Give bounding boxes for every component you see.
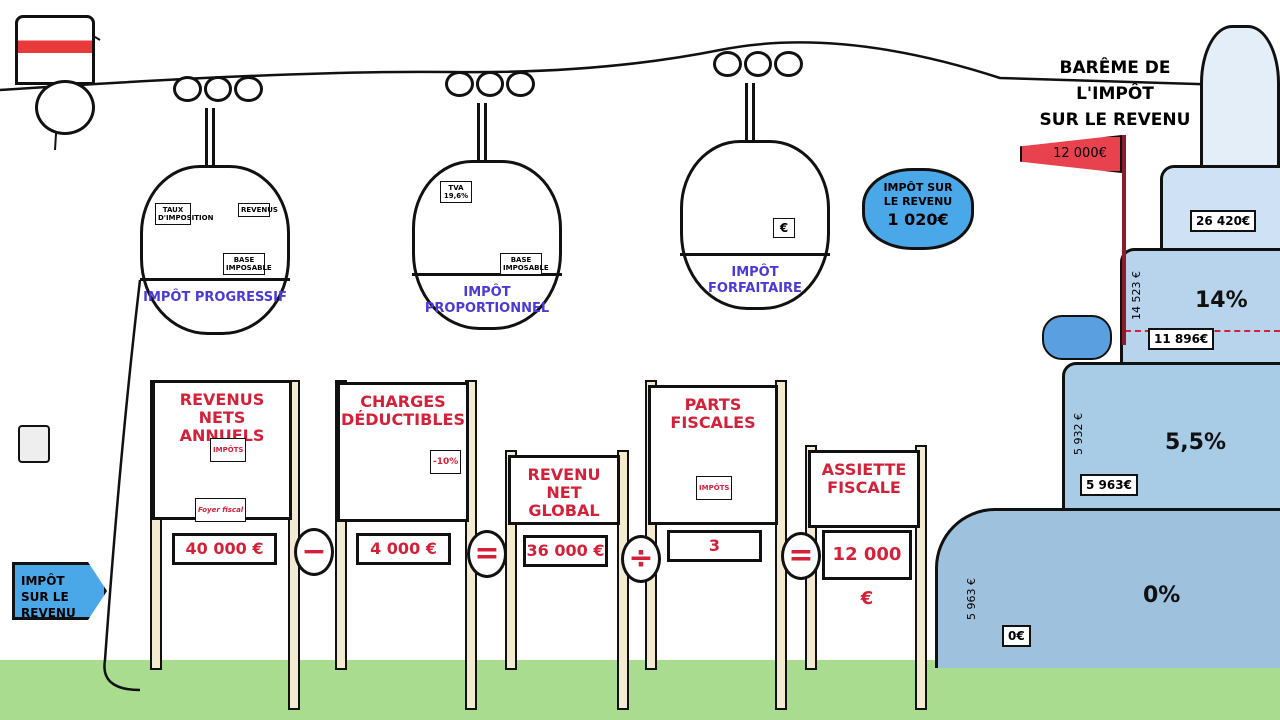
value-revenu-net-global: 36 000 €	[523, 535, 608, 567]
cloud-amount: 1 020€	[887, 210, 949, 229]
flag-pole	[1122, 135, 1126, 345]
threshold-sign: 11 896€	[1148, 328, 1215, 350]
tax-amount-cloud: IMPÔT SUR LE REVENU 1 020€	[862, 168, 974, 250]
note: BASE IMPOSABLE	[500, 253, 549, 275]
board-assiette-fiscale: ASSIETTE FISCALE	[808, 450, 920, 528]
threshold-sign: 5 963€	[1080, 474, 1138, 496]
arrow-sign: IMPÔT SUR LE REVENU	[12, 562, 107, 620]
gondola-forfaitaire[interactable]: € IMPÔT FORFAITAIRE	[680, 51, 830, 310]
minus-operator: −	[294, 528, 334, 576]
mascot-face	[35, 80, 95, 135]
rate-14: 14%	[1195, 288, 1248, 313]
french-hat-mascot	[15, 15, 95, 85]
value-parts-fiscales: 3	[667, 530, 762, 562]
value-assiette-fiscale: 12 000 €	[822, 530, 912, 609]
tier-0pct	[935, 508, 1280, 668]
equals-operator-2: =	[781, 532, 821, 580]
note: BASE IMPOSABLE	[223, 253, 272, 275]
calculator-icon	[18, 425, 50, 463]
board-charges: CHARGES DÉDUCTIBLES -10%	[337, 382, 469, 522]
board-revenu-net-global: REVENU NET GLOBAL	[508, 455, 620, 525]
gondola-label: IMPÔT PROGRESSIF	[143, 290, 287, 305]
board-parts-fiscales: PARTS FISCALES IMPÔTS	[648, 385, 778, 525]
note: TAUX D'IMPOSITION	[155, 203, 213, 225]
rate-0: 0%	[1143, 583, 1181, 608]
value-revenus: 40 000 €	[172, 533, 277, 565]
ground	[0, 660, 1280, 720]
value-charges: 4 000 €	[356, 533, 451, 565]
note: TVA 19,6%	[440, 181, 472, 203]
divide-operator: ÷	[621, 535, 661, 583]
note: REVENUS	[238, 203, 278, 217]
bracket-width: 5 963 €	[965, 578, 978, 620]
rate-5-5: 5,5%	[1165, 430, 1227, 455]
threshold-sign: 0€	[1002, 625, 1031, 647]
gondola-proportionnel[interactable]: TVA 19,6% BASE IMPOSABLE IMPÔT PROPORTIO…	[412, 71, 562, 330]
threshold-sign: 26 420€	[1190, 210, 1257, 232]
cloud-line1: IMPÔT SUR	[883, 181, 953, 194]
mountain-peak	[1200, 25, 1280, 170]
gondola-label: IMPÔT FORFAITAIRE	[708, 265, 802, 296]
euro-note: €	[773, 218, 795, 238]
climbers	[1042, 315, 1112, 360]
cloud-line2: LE REVENU	[883, 195, 953, 208]
bracket-width: 5 932 €	[1072, 413, 1085, 455]
gondola-label: IMPÔT PROPORTIONNEL	[424, 285, 550, 316]
equals-operator: =	[467, 530, 507, 578]
gondola-progressif[interactable]: TAUX D'IMPOSITION REVENUS BASE IMPOSABLE…	[140, 76, 290, 335]
bracket-width: 14 523 €	[1130, 271, 1143, 320]
